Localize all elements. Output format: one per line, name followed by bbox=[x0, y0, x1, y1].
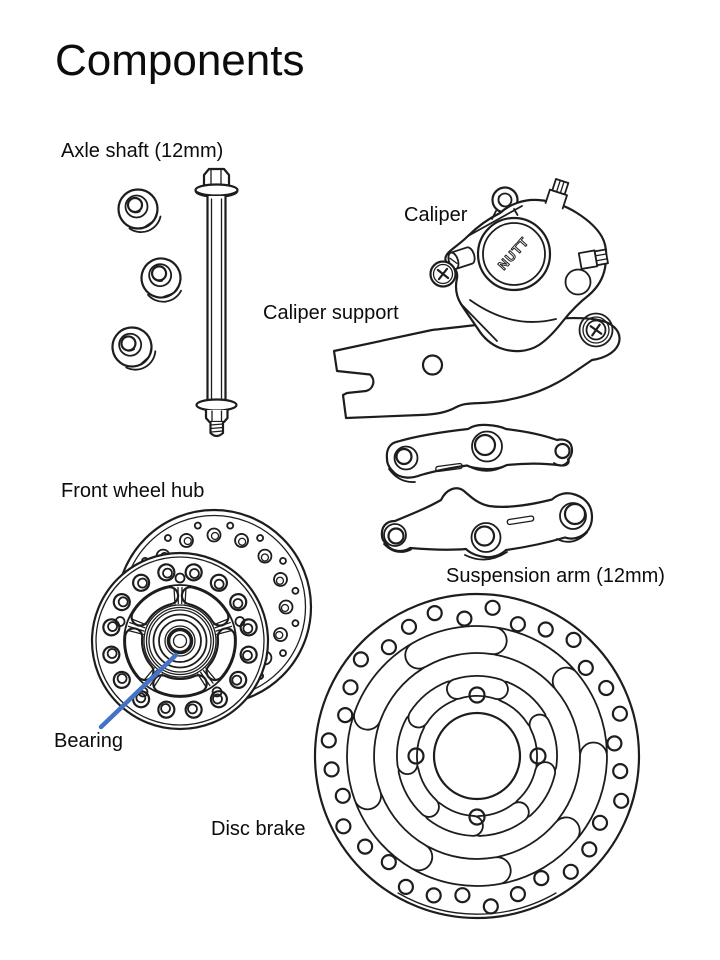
bearing-leader-line bbox=[98, 652, 179, 730]
label-caliper: Caliper bbox=[404, 204, 468, 226]
caliper-banjo-bolt bbox=[544, 178, 570, 210]
caliper-boss bbox=[564, 268, 592, 296]
hub-bearing bbox=[166, 627, 194, 655]
page-title: Components bbox=[55, 36, 305, 85]
axle-shaft-drawing bbox=[108, 167, 239, 438]
disc-brake-drawing bbox=[313, 592, 641, 920]
bracket-screw bbox=[578, 312, 614, 348]
caliper-pin-bolt bbox=[577, 248, 609, 270]
bracket-hole bbox=[421, 354, 444, 376]
caliper-drawing: NUTT bbox=[429, 178, 609, 353]
rotor-bolt-holes bbox=[407, 686, 547, 826]
suspension-arm-top-drawing bbox=[385, 423, 574, 483]
label-axle-shaft: Axle shaft (12mm) bbox=[61, 140, 224, 162]
caliper-mount-ear bbox=[491, 186, 519, 214]
label-front-wheel-hub: Front wheel hub bbox=[61, 480, 205, 502]
rotor-center-hole bbox=[432, 711, 522, 801]
axle-bolt bbox=[194, 167, 239, 438]
suspension-arm-bottom-drawing bbox=[380, 487, 594, 561]
label-bearing: Bearing bbox=[54, 730, 123, 752]
label-disc-brake: Disc brake bbox=[211, 818, 306, 840]
front-wheel-hub-drawing bbox=[90, 508, 313, 731]
caliper-piston: NUTT bbox=[476, 216, 552, 292]
label-caliper-support: Caliper support bbox=[263, 302, 399, 324]
label-suspension-arm: Suspension arm (12mm) bbox=[446, 565, 665, 587]
caliper-support-drawing bbox=[332, 312, 621, 420]
caliper-mount-screw bbox=[429, 260, 457, 288]
